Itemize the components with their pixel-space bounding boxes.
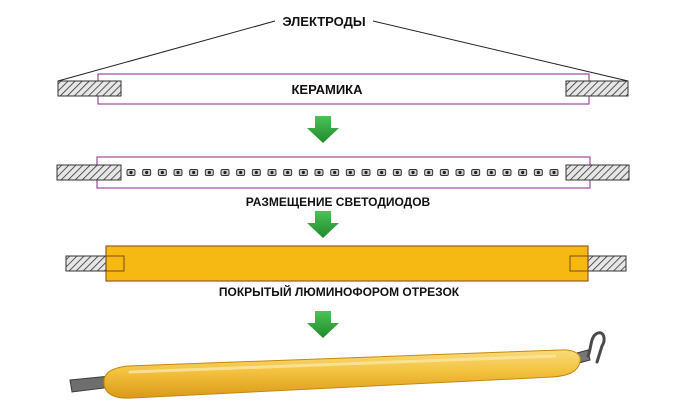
led-chip-icon — [424, 169, 434, 176]
filament-highlight — [128, 354, 557, 374]
stage-led-placement: РАЗМЕЩЕНИЕ СВЕТОДИОДОВ — [56, 156, 630, 209]
phosphor-coated-label: ПОКРЫТЫЙ ЛЮМИНОФОРОМ ОТРЕЗОК — [219, 284, 460, 299]
electrode-leader-left — [57, 20, 276, 82]
electrode-leader-right — [372, 20, 629, 82]
led-chip-icon — [251, 169, 261, 176]
led-substrate — [96, 156, 591, 189]
led-chip-icon — [204, 169, 214, 176]
led-chip-icon — [392, 169, 402, 176]
led-chip-icon — [345, 169, 355, 176]
finished-filament — [69, 331, 606, 399]
filament-tube — [103, 349, 581, 399]
led-chip-icon — [361, 169, 371, 176]
down-arrow-icon — [307, 211, 339, 238]
filament-hook — [586, 331, 606, 364]
down-arrow-icon — [307, 311, 339, 338]
phosphor-coated-segment — [105, 245, 589, 282]
led-chip-icon — [220, 169, 230, 176]
led-chip-icon — [502, 169, 512, 176]
hatched-electrode-icon — [57, 80, 122, 97]
led-chip-icon — [549, 169, 559, 176]
electrode-overlap-outline — [569, 255, 589, 272]
led-chip-icon — [298, 169, 308, 176]
led-chip-icon — [330, 169, 340, 176]
led-chip-icon — [518, 169, 528, 176]
stage-ceramic: КЕРАМИКА — [57, 73, 629, 105]
hatched-electrode-icon — [56, 164, 122, 181]
led-chip-icon — [142, 169, 152, 176]
led-chip-icon — [314, 169, 324, 176]
hatched-electrode-icon — [565, 80, 629, 97]
led-chip-icon — [439, 169, 449, 176]
led-chip-icon — [126, 169, 136, 176]
led-chip-icon — [377, 169, 387, 176]
led-chip-icon — [486, 169, 496, 176]
led-chip-icon — [267, 169, 277, 176]
led-chip-icon — [408, 169, 418, 176]
led-chip-icon — [157, 169, 167, 176]
ceramic-label: КЕРАМИКА — [291, 82, 363, 97]
led-chip-icon — [189, 169, 199, 176]
down-arrow-icon — [307, 116, 339, 143]
led-chip-icon — [283, 169, 293, 176]
led-row — [126, 169, 559, 176]
led-chip-icon — [236, 169, 246, 176]
ceramic-substrate — [97, 73, 590, 105]
electrodes-label: ЭЛЕКТРОДЫ — [282, 14, 365, 29]
hatched-electrode-icon — [565, 164, 630, 181]
led-chip-icon — [533, 169, 543, 176]
led-chip-icon — [173, 169, 183, 176]
led-chip-icon — [455, 169, 465, 176]
electrode-overlap-outline — [105, 255, 125, 272]
led-chip-icon — [471, 169, 481, 176]
stage-phosphor-coated: ПОКРЫТЫЙ ЛЮМИНОФОРОМ ОТРЕЗОК — [65, 245, 627, 299]
led-placement-label: РАЗМЕЩЕНИЕ СВЕТОДИОДОВ — [246, 195, 431, 209]
